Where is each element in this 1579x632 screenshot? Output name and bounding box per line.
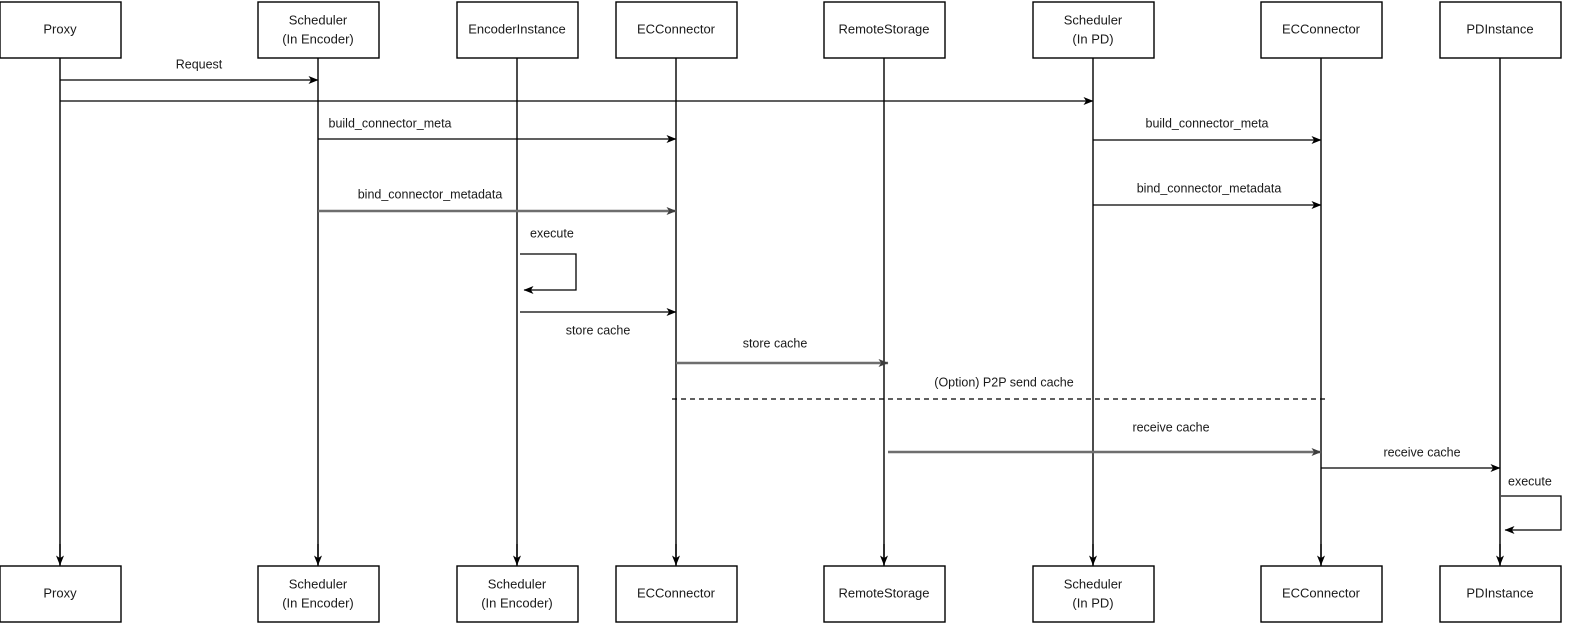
participant-footer-remote[interactable]: RemoteStorage	[823, 565, 946, 623]
participant-footer-sched_enc[interactable]: Scheduler (In Encoder)	[257, 565, 380, 623]
participant-footer-label-ecc_enc: ECConnector	[637, 585, 716, 600]
message-bind-connector-meta-enc[interactable]: bind_connector_metadata	[318, 187, 677, 215]
self-message-path-execute-pdinstance[interactable]	[1501, 495, 1562, 534]
participant-footer-label-proxy: Proxy	[43, 585, 77, 600]
message-build-connector-meta-enc[interactable]: build_connector_meta	[318, 116, 677, 143]
participant-footer-sublabel-sched_enc: (In Encoder)	[282, 595, 354, 610]
self-message-label-execute-encoder: execute	[530, 226, 574, 240]
self-message-path-execute-encoder[interactable]	[520, 253, 577, 294]
participant-header-sched_pd[interactable]: Scheduler (In PD)	[1032, 1, 1155, 59]
message-receive-cache-pd[interactable]: receive cache	[888, 420, 1322, 456]
participant-header-ecc_enc[interactable]: ECConnector	[615, 1, 738, 59]
footer-participants-group: Proxy Scheduler (In Encoder) Scheduler (In E…	[0, 565, 1562, 623]
participant-header-rect-sched_enc[interactable]	[257, 1, 380, 59]
participant-footer-label-encoder_inst: Scheduler	[488, 576, 547, 591]
participant-header-proxy[interactable]: Proxy	[0, 1, 122, 59]
participant-footer-rect-remote[interactable]	[823, 565, 946, 623]
participant-footer-rect-proxy[interactable]	[0, 565, 122, 623]
participant-header-sublabel-sched_pd: (In PD)	[1072, 31, 1113, 46]
self-message-execute-pdinstance[interactable]: execute	[1501, 474, 1562, 534]
header-participants-group: Proxy Scheduler (In Encoder) EncoderInstanc…	[0, 1, 1562, 59]
participant-header-rect-ecc_pd[interactable]	[1260, 1, 1383, 59]
participant-footer-label-ecc_pd: ECConnector	[1282, 585, 1361, 600]
message-label-build-connector-meta-pd: build_connector_meta	[1146, 116, 1269, 130]
participant-header-label-sched_pd: Scheduler	[1064, 12, 1123, 27]
participant-footer-ecc_enc[interactable]: ECConnector	[615, 565, 738, 623]
message-request[interactable]: Request	[60, 57, 319, 84]
participant-header-rect-ecc_enc[interactable]	[615, 1, 738, 59]
participant-header-sublabel-sched_enc: (In Encoder)	[282, 31, 354, 46]
participant-footer-label-sched_pd: Scheduler	[1064, 576, 1123, 591]
message-label-store-cache-enc: store cache	[566, 323, 631, 337]
self-messages-group: execute execute	[520, 226, 1562, 534]
participant-footer-pd_inst[interactable]: PDInstance	[1439, 565, 1562, 623]
participant-footer-rect-sched_pd[interactable]	[1032, 565, 1155, 623]
participant-header-rect-encoder_inst[interactable]	[456, 1, 579, 59]
participant-header-label-ecc_enc: ECConnector	[637, 21, 716, 36]
message-label-store-cache-remote: store cache	[743, 336, 808, 350]
message-label-bind-connector-meta-pd: bind_connector_metadata	[1137, 181, 1282, 195]
message-label-p2p-send-cache: (Option) P2P send cache	[934, 375, 1073, 389]
participant-header-rect-remote[interactable]	[823, 1, 946, 59]
self-message-execute-encoder[interactable]: execute	[520, 226, 577, 294]
participant-footer-sublabel-encoder_inst: (In Encoder)	[481, 595, 553, 610]
message-label-request: Request	[176, 57, 223, 71]
participant-footer-sched_pd[interactable]: Scheduler (In PD)	[1032, 565, 1155, 623]
participant-header-sched_enc[interactable]: Scheduler (In Encoder)	[257, 1, 380, 59]
participant-footer-rect-encoder_inst[interactable]	[456, 565, 579, 623]
participant-footer-encoder_inst[interactable]: Scheduler (In Encoder)	[456, 565, 579, 623]
message-store-cache-enc[interactable]: store cache	[520, 308, 677, 337]
participant-footer-rect-sched_enc[interactable]	[257, 565, 380, 623]
message-bind-connector-meta-pd[interactable]: bind_connector_metadata	[1093, 181, 1322, 209]
participant-header-label-pd_inst: PDInstance	[1466, 21, 1533, 36]
self-message-label-execute-pdinstance: execute	[1508, 474, 1552, 488]
participant-header-label-sched_enc: Scheduler	[289, 12, 348, 27]
participant-header-label-encoder_inst: EncoderInstance	[468, 21, 566, 36]
participant-header-rect-sched_pd[interactable]	[1032, 1, 1155, 59]
participant-header-label-proxy: Proxy	[43, 21, 77, 36]
participant-header-rect-pd_inst[interactable]	[1439, 1, 1562, 59]
participant-header-pd_inst[interactable]: PDInstance	[1439, 1, 1562, 59]
participant-header-encoder_inst[interactable]: EncoderInstance	[456, 1, 579, 59]
participant-header-label-ecc_pd: ECConnector	[1282, 21, 1361, 36]
participant-header-ecc_pd[interactable]: ECConnector	[1260, 1, 1383, 59]
message-label-receive-cache-pd: receive cache	[1132, 420, 1209, 434]
messages-group: Request build_connector_meta build_connect…	[60, 57, 1501, 472]
message-p2p-send-cache[interactable]: (Option) P2P send cache	[672, 375, 1325, 400]
participant-footer-ecc_pd[interactable]: ECConnector	[1260, 565, 1383, 623]
participant-footer-proxy[interactable]: Proxy	[0, 565, 122, 623]
participant-footer-rect-ecc_pd[interactable]	[1260, 565, 1383, 623]
message-build-connector-meta-pd[interactable]: build_connector_meta	[1093, 116, 1322, 144]
participant-header-rect-proxy[interactable]	[0, 1, 122, 59]
participant-footer-sublabel-sched_pd: (In PD)	[1072, 595, 1113, 610]
message-label-bind-connector-meta-enc: bind_connector_metadata	[358, 187, 503, 201]
lifelines-group	[56, 58, 1504, 566]
message-store-cache-remote[interactable]: store cache	[676, 336, 889, 367]
message-receive-cache-inst[interactable]: receive cache	[1321, 445, 1501, 472]
participant-footer-label-pd_inst: PDInstance	[1466, 585, 1533, 600]
participant-header-remote[interactable]: RemoteStorage	[823, 1, 946, 59]
participant-footer-label-sched_enc: Scheduler	[289, 576, 348, 591]
participant-header-label-remote: RemoteStorage	[838, 21, 929, 36]
participant-footer-label-remote: RemoteStorage	[838, 585, 929, 600]
message-label-receive-cache-inst: receive cache	[1383, 445, 1460, 459]
message-label-build-connector-meta-enc: build_connector_meta	[329, 116, 452, 130]
participant-footer-rect-pd_inst[interactable]	[1439, 565, 1562, 623]
participant-footer-rect-ecc_enc[interactable]	[615, 565, 738, 623]
